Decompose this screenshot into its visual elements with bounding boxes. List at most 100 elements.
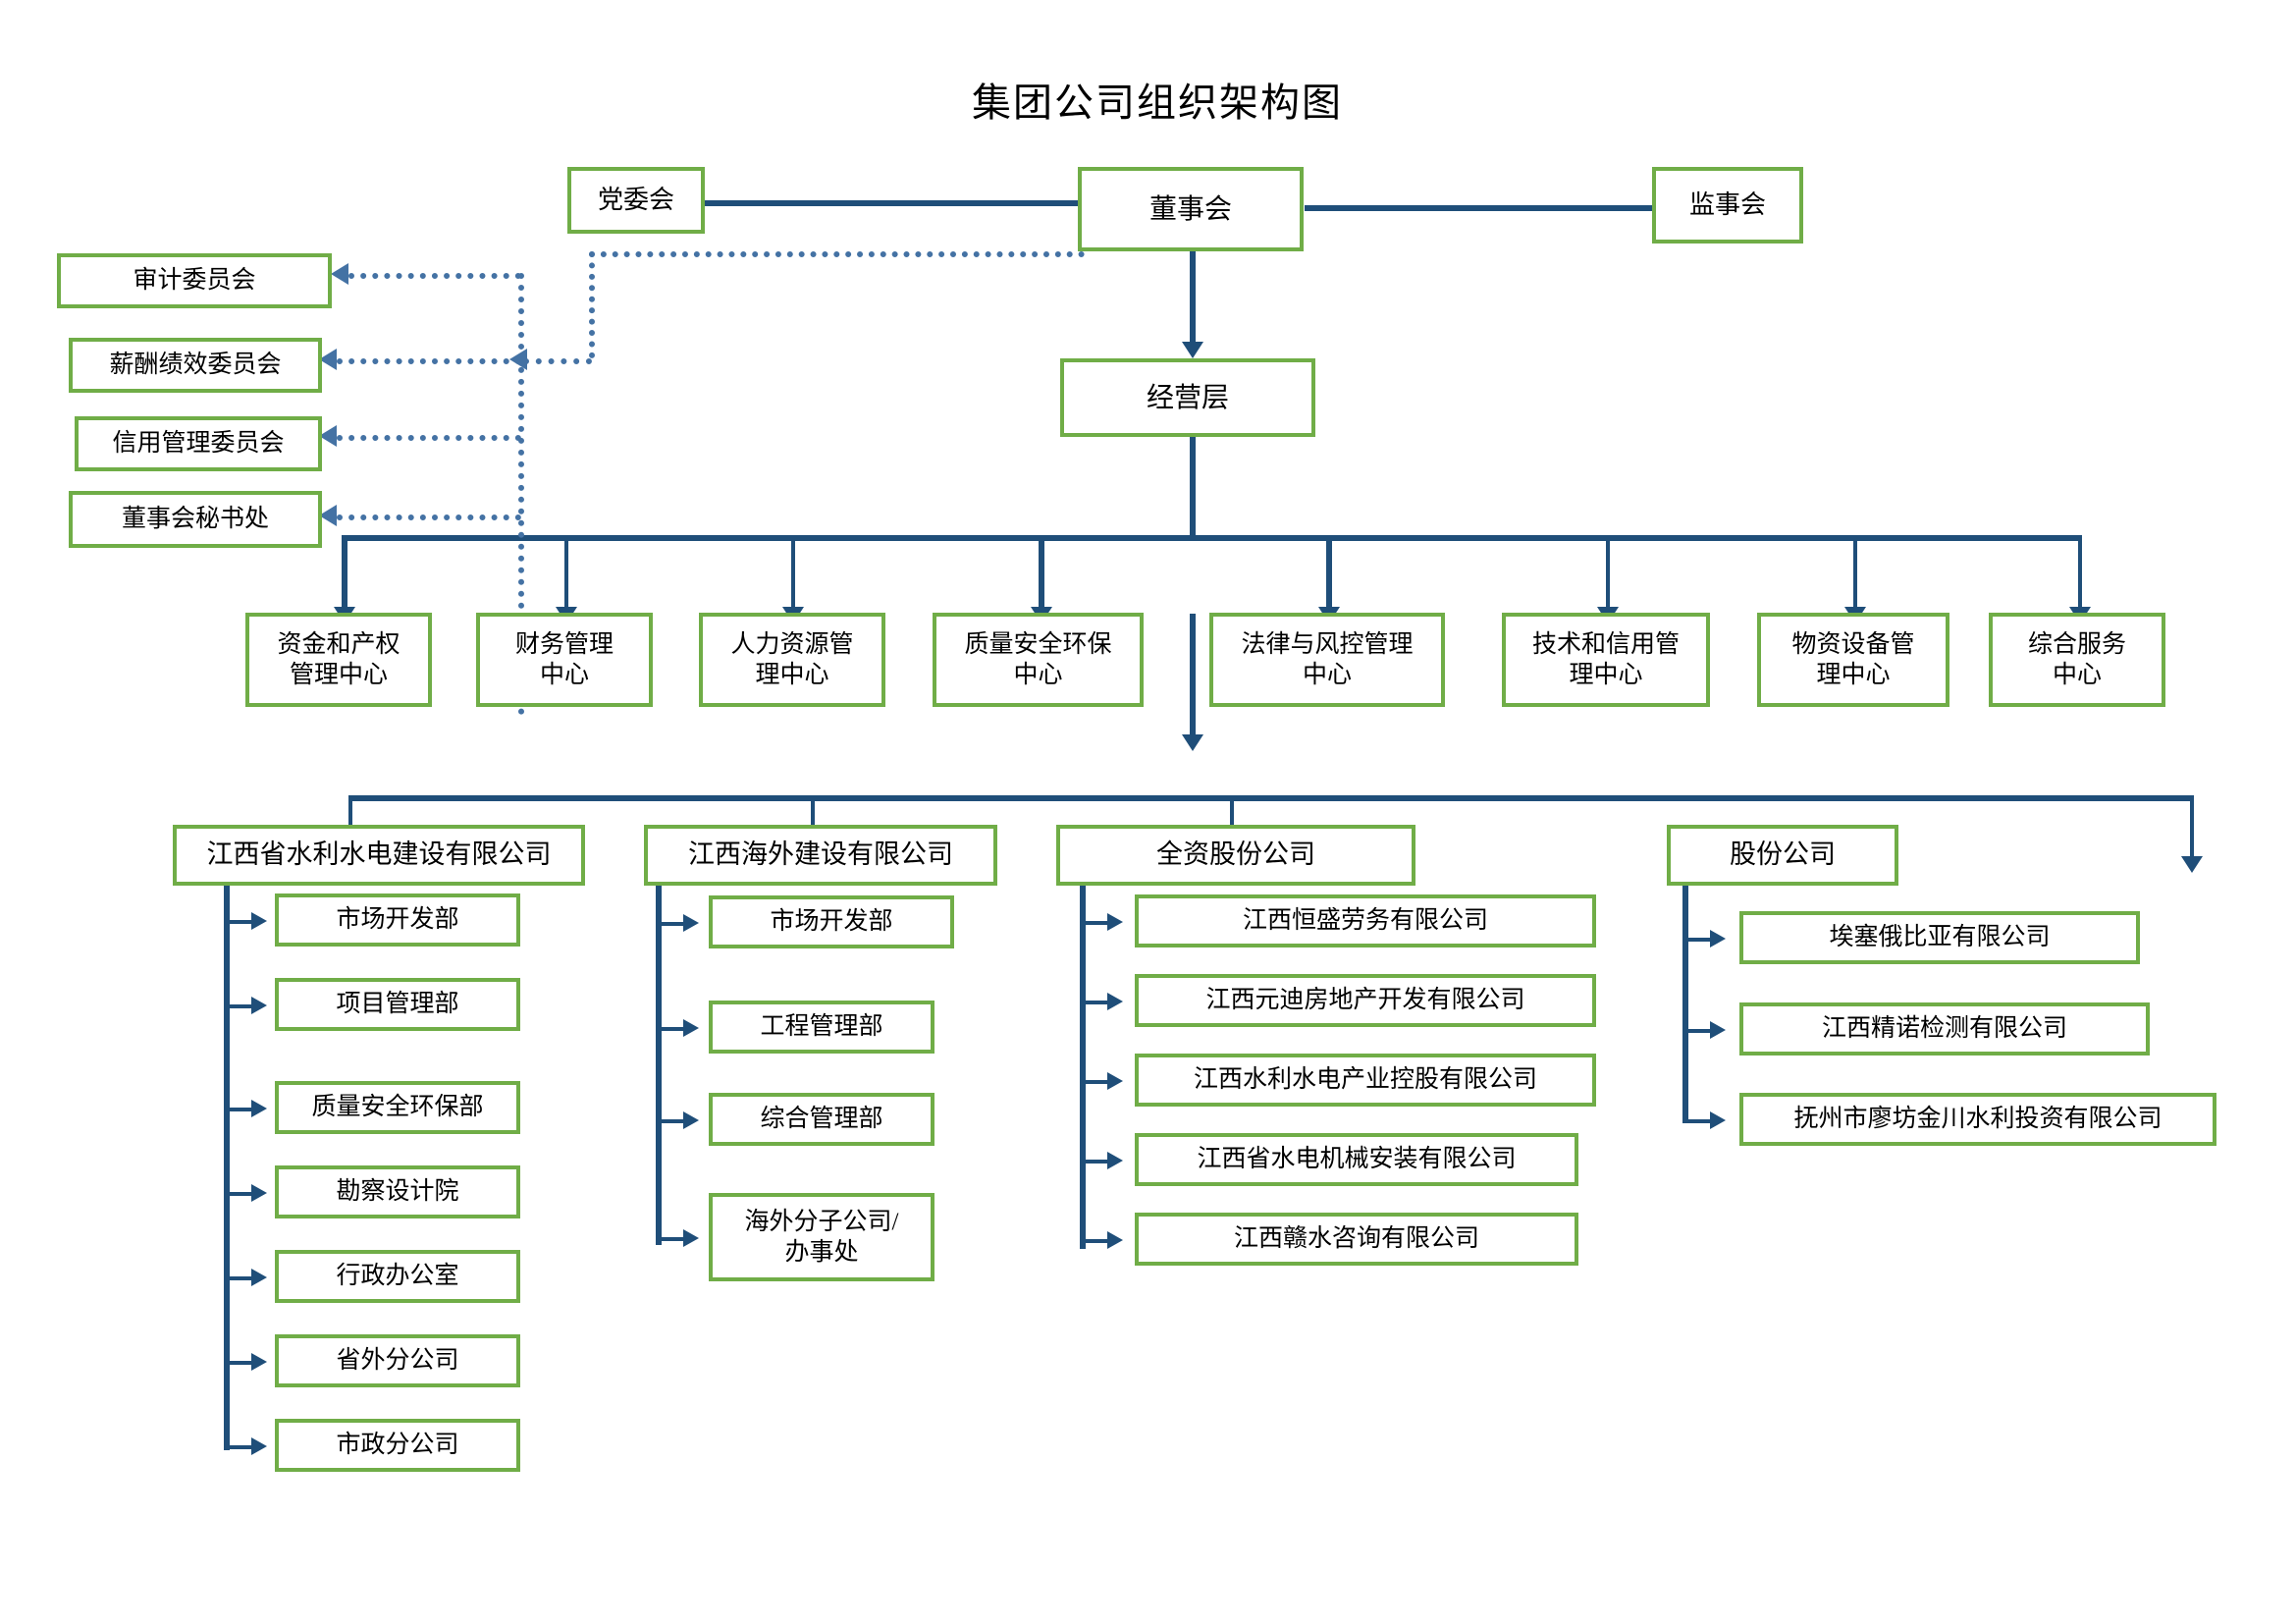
node-g2-child-2[interactable]: 工程管理部 bbox=[709, 1001, 934, 1054]
center-leg-5 bbox=[1326, 535, 1332, 614]
node-g2-child-4[interactable]: 海外分子公司/ 办事处 bbox=[709, 1193, 934, 1281]
node-center-3-line1: 人力资源管 bbox=[730, 630, 854, 658]
node-board-of-supervisors[interactable]: 监事会 bbox=[1652, 167, 1803, 244]
group4-arrow-2-icon bbox=[1710, 1021, 1726, 1039]
node-board-secretariat-label: 董事会秘书处 bbox=[121, 506, 269, 533]
group1-arrow-1-icon bbox=[251, 912, 267, 930]
node-g2-child-1-label: 市场开发部 bbox=[770, 908, 893, 936]
group2-arm-3 bbox=[656, 1119, 687, 1123]
node-center-4[interactable]: 质量安全环保 中心 bbox=[933, 613, 1144, 707]
node-subsidiary-3[interactable]: 全资股份公司 bbox=[1056, 825, 1415, 886]
connector-board-to-supervisors bbox=[1305, 205, 1652, 211]
node-center-1-line2: 管理中心 bbox=[289, 662, 388, 688]
dotted-to-audit-committee bbox=[348, 273, 521, 279]
connector-party-to-board bbox=[705, 200, 1078, 206]
node-center-5-line2: 中心 bbox=[1302, 662, 1352, 688]
node-g1-child-2[interactable]: 项目管理部 bbox=[275, 978, 520, 1031]
subsidiary-leg-4 bbox=[2190, 795, 2194, 864]
node-g4-child-2[interactable]: 江西精诺检测有限公司 bbox=[1739, 1002, 2150, 1056]
node-subsidiary-2[interactable]: 江西海外建设有限公司 bbox=[644, 825, 997, 886]
node-committee-audit-label: 审计委员会 bbox=[133, 267, 256, 295]
node-g4-child-1[interactable]: 埃塞俄比亚有限公司 bbox=[1739, 911, 2140, 964]
node-g3-child-4[interactable]: 江西省水电机械安装有限公司 bbox=[1135, 1133, 1578, 1186]
node-g3-child-5-label: 江西赣水咨询有限公司 bbox=[1233, 1225, 1479, 1253]
node-g3-child-1-label: 江西恒盛劳务有限公司 bbox=[1242, 907, 1488, 935]
node-center-8[interactable]: 综合服务 中心 bbox=[1989, 613, 2165, 707]
node-g3-child-5[interactable]: 江西赣水咨询有限公司 bbox=[1135, 1213, 1578, 1266]
node-center-1[interactable]: 资金和产权 管理中心 bbox=[245, 613, 432, 707]
node-center-4-line1: 质量安全环保 bbox=[964, 630, 1112, 658]
node-g3-child-2[interactable]: 江西元迪房地产开发有限公司 bbox=[1135, 974, 1596, 1027]
node-g4-child-3-label: 抚州市廖坊金川水利投资有限公司 bbox=[1793, 1106, 2163, 1133]
node-g3-child-3[interactable]: 江西水利水电产业控股有限公司 bbox=[1135, 1054, 1596, 1107]
node-g3-child-4-label: 江西省水电机械安装有限公司 bbox=[1197, 1146, 1517, 1173]
node-center-3[interactable]: 人力资源管 理中心 bbox=[699, 613, 885, 707]
center-leg-2 bbox=[564, 535, 568, 614]
node-center-3-line2: 理中心 bbox=[755, 662, 829, 688]
node-center-5[interactable]: 法律与风控管理 中心 bbox=[1209, 613, 1445, 707]
center-leg-6 bbox=[1606, 535, 1610, 614]
group3-arm-5 bbox=[1080, 1239, 1111, 1243]
group4-arrow-1-icon bbox=[1710, 930, 1726, 947]
node-subsidiary-1-label: 江西省水利水电建设有限公司 bbox=[206, 839, 552, 870]
node-committee-audit[interactable]: 审计委员会 bbox=[57, 253, 332, 308]
group2-arrow-1-icon bbox=[683, 914, 699, 932]
node-center-7-line1: 物资设备管 bbox=[1791, 630, 1915, 658]
node-g1-child-7[interactable]: 市政分公司 bbox=[275, 1419, 520, 1472]
node-g1-child-6[interactable]: 省外分公司 bbox=[275, 1334, 520, 1387]
dotted-board-top-run bbox=[589, 251, 1085, 257]
group1-arm-1 bbox=[224, 920, 255, 924]
node-center-1-line1: 资金和产权 bbox=[277, 630, 400, 658]
node-center-6-line1: 技术和信用管 bbox=[1531, 630, 1680, 658]
group4-arm-2 bbox=[1682, 1029, 1714, 1033]
node-party-committee[interactable]: 党委会 bbox=[567, 167, 705, 234]
node-center-6-line2: 理中心 bbox=[1569, 662, 1643, 688]
node-g3-child-3-label: 江西水利水电产业控股有限公司 bbox=[1193, 1066, 1537, 1094]
group3-spine bbox=[1080, 886, 1086, 1249]
group3-arrow-2-icon bbox=[1107, 993, 1123, 1010]
group4-arm-1 bbox=[1682, 938, 1714, 942]
group1-arrow-6-icon bbox=[251, 1353, 267, 1371]
node-g1-child-2-label: 项目管理部 bbox=[336, 991, 459, 1018]
group2-arrow-2-icon bbox=[683, 1019, 699, 1037]
subsidiary-distribution-bus bbox=[348, 795, 2194, 801]
node-center-8-line2: 中心 bbox=[2052, 662, 2102, 688]
arrow-comp-committee-icon bbox=[319, 349, 337, 370]
node-g1-child-1[interactable]: 市场开发部 bbox=[275, 893, 520, 947]
node-g2-child-3[interactable]: 综合管理部 bbox=[709, 1093, 934, 1146]
node-g2-child-1[interactable]: 市场开发部 bbox=[709, 895, 954, 948]
group3-arrow-4-icon bbox=[1107, 1152, 1123, 1169]
node-g1-child-5[interactable]: 行政办公室 bbox=[275, 1250, 520, 1303]
group4-spine bbox=[1682, 886, 1688, 1123]
node-subsidiary-4[interactable]: 股份公司 bbox=[1667, 825, 1898, 886]
group3-arm-4 bbox=[1080, 1160, 1111, 1164]
node-committee-compensation-label: 薪酬绩效委员会 bbox=[109, 352, 282, 379]
node-committee-compensation[interactable]: 薪酬绩效委员会 bbox=[69, 338, 322, 393]
group3-arrow-5-icon bbox=[1107, 1231, 1123, 1249]
node-center-2[interactable]: 财务管理 中心 bbox=[476, 613, 653, 707]
node-g1-child-4-label: 勘察设计院 bbox=[336, 1178, 459, 1206]
node-center-7-line2: 理中心 bbox=[1816, 662, 1891, 688]
node-board-of-directors[interactable]: 董事会 bbox=[1078, 167, 1304, 251]
group4-arm-3 bbox=[1682, 1119, 1714, 1123]
node-center-6[interactable]: 技术和信用管 理中心 bbox=[1502, 613, 1710, 707]
node-board-secretariat[interactable]: 董事会秘书处 bbox=[69, 491, 322, 548]
group1-arrow-4-icon bbox=[251, 1184, 267, 1202]
node-g3-child-1[interactable]: 江西恒盛劳务有限公司 bbox=[1135, 894, 1596, 947]
node-center-7[interactable]: 物资设备管 理中心 bbox=[1757, 613, 1949, 707]
node-subsidiary-1[interactable]: 江西省水利水电建设有限公司 bbox=[173, 825, 585, 886]
node-g1-child-1-label: 市场开发部 bbox=[336, 906, 459, 934]
node-g2-child-4-line1: 海外分子公司/ bbox=[744, 1208, 899, 1235]
node-center-4-line2: 中心 bbox=[1013, 662, 1063, 688]
node-committee-credit[interactable]: 信用管理委员会 bbox=[75, 416, 322, 471]
center-distribution-bus bbox=[342, 535, 2081, 541]
node-g1-child-6-label: 省外分公司 bbox=[336, 1347, 459, 1375]
node-g1-child-3[interactable]: 质量安全环保部 bbox=[275, 1081, 520, 1134]
node-management-layer[interactable]: 经营层 bbox=[1060, 358, 1315, 437]
node-subsidiary-4-label: 股份公司 bbox=[1730, 839, 1836, 870]
node-g4-child-3[interactable]: 抚州市廖坊金川水利投资有限公司 bbox=[1739, 1093, 2216, 1146]
dotted-committee-spine bbox=[518, 273, 524, 715]
node-g1-child-4[interactable]: 勘察设计院 bbox=[275, 1165, 520, 1218]
node-g2-child-2-label: 工程管理部 bbox=[760, 1013, 883, 1041]
